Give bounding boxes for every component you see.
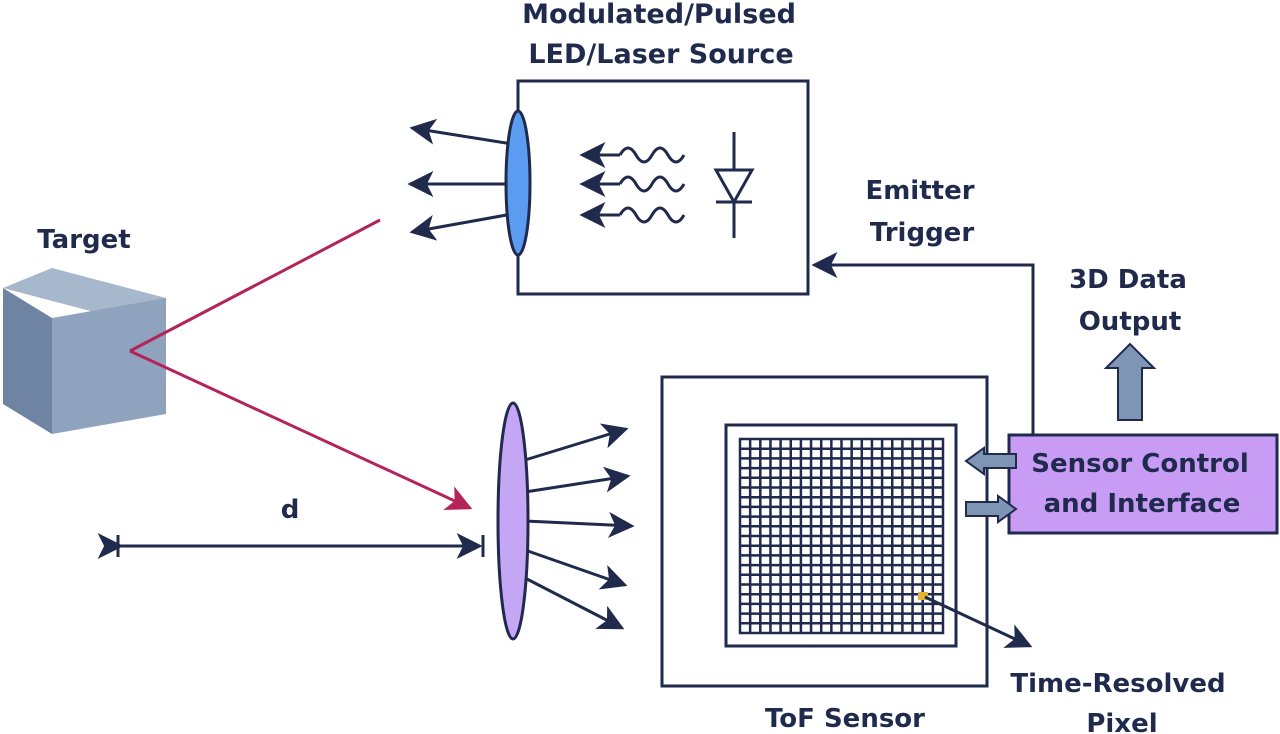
pixel-label-line1: Time-Resolved — [1010, 669, 1225, 699]
distance-label: d — [281, 495, 300, 525]
led-diode-icon — [713, 132, 755, 238]
receiver-rays — [524, 423, 635, 630]
light-waves — [579, 142, 686, 228]
control-to-sensor-arrow — [964, 446, 1017, 476]
source-label-line2: LED/Laser Source — [528, 39, 793, 70]
emitter-rays — [407, 118, 513, 241]
emitter-ray — [409, 212, 513, 241]
sensor-to-control-arrow — [965, 494, 1018, 524]
emitter-box — [516, 79, 810, 296]
data-output-label-line1: 3D Data — [1069, 265, 1187, 295]
data-output-label-line2: Output — [1079, 307, 1182, 337]
pixel-label-line2: Pixel — [1086, 709, 1157, 734]
receiver-lens — [496, 401, 530, 641]
target-label: Target — [37, 225, 130, 255]
emitter-trigger-label-line1: Emitter — [865, 176, 974, 206]
sensor-control-label-line1: Sensor Control — [1031, 449, 1249, 479]
distance-indicator — [97, 533, 485, 559]
emitter-lens — [504, 109, 532, 257]
receiver-ray — [524, 423, 629, 462]
sensor-control-label-line2: and Interface — [1044, 489, 1241, 519]
receiver-ray — [524, 548, 628, 590]
data-output-arrow — [1103, 342, 1157, 421]
light-wave — [579, 171, 686, 197]
target-cube — [3, 268, 166, 434]
tof-sensor-label: ToF Sensor — [765, 704, 925, 734]
incident-ray — [129, 218, 381, 353]
pixel-pointer-arrow — [924, 595, 1033, 648]
source-label-line1: Modulated/Pulsed — [522, 0, 796, 30]
emitter-ray — [409, 118, 513, 146]
reflection-path — [129, 218, 473, 510]
emitter-trigger-line — [811, 252, 1035, 435]
reflected-ray — [129, 349, 473, 510]
receiver-ray — [524, 511, 635, 538]
emitter-trigger-label-line2: Trigger — [870, 218, 974, 248]
receiver-ray — [524, 576, 625, 630]
light-wave — [579, 142, 686, 168]
time-resolved-pixel — [918, 592, 928, 600]
light-wave — [579, 202, 686, 228]
pixel-grid — [738, 437, 945, 635]
sensor-control-box — [1007, 433, 1279, 535]
receiver-ray — [524, 466, 631, 494]
